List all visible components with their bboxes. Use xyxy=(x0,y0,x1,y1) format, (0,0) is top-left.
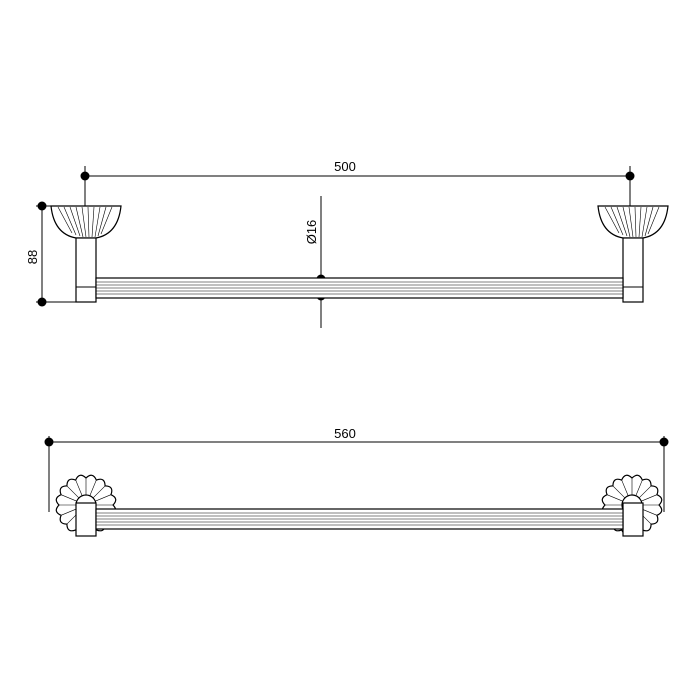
right-post xyxy=(622,237,644,303)
rosette-petal-line xyxy=(641,494,658,502)
dimension-dot-right xyxy=(625,171,635,181)
rosette-petal-line xyxy=(641,508,658,516)
dimension-dot-top xyxy=(37,201,47,211)
dimension-diameter: Ø16 xyxy=(304,196,326,328)
dimension-label-500: 500 xyxy=(334,159,356,174)
dimension-dot-left-560 xyxy=(44,437,54,447)
towel-bar-plan xyxy=(95,508,624,530)
dimension-dot-left xyxy=(80,171,90,181)
dimension-500: 500 xyxy=(80,159,635,282)
dimension-dot-right-560 xyxy=(659,437,669,447)
towel-bar-front xyxy=(95,277,624,299)
left-bracket-side xyxy=(50,205,122,303)
rosette-petal-line xyxy=(92,485,106,499)
dimension-dot-bottom xyxy=(37,297,47,307)
rosette-petal-line xyxy=(612,485,626,499)
right-post-plan xyxy=(622,502,644,537)
right-bracket-side xyxy=(597,205,669,303)
left-post-plan xyxy=(75,502,97,537)
plan-view: 560 xyxy=(44,426,669,537)
rosette-petal-line xyxy=(635,479,643,496)
dimension-560: 560 xyxy=(44,426,669,512)
dimension-label-88: 88 xyxy=(25,250,40,264)
rosette-petal-line xyxy=(89,479,97,496)
rosette-petal-line xyxy=(75,479,83,496)
rosette-petal-line xyxy=(66,485,80,499)
rosette-petal-line xyxy=(60,494,77,502)
dimension-label-560: 560 xyxy=(334,426,356,441)
rosette-petal-line xyxy=(606,494,623,502)
rosette-petal-line xyxy=(95,494,112,502)
rosette-petal-line xyxy=(621,479,629,496)
rosette-petal-line xyxy=(60,508,77,516)
front-elevation-view: 500 88 Ø16 xyxy=(25,159,669,328)
rosette-petal-line xyxy=(638,485,652,499)
left-post xyxy=(75,237,97,303)
dimension-label-diameter: Ø16 xyxy=(304,220,319,245)
